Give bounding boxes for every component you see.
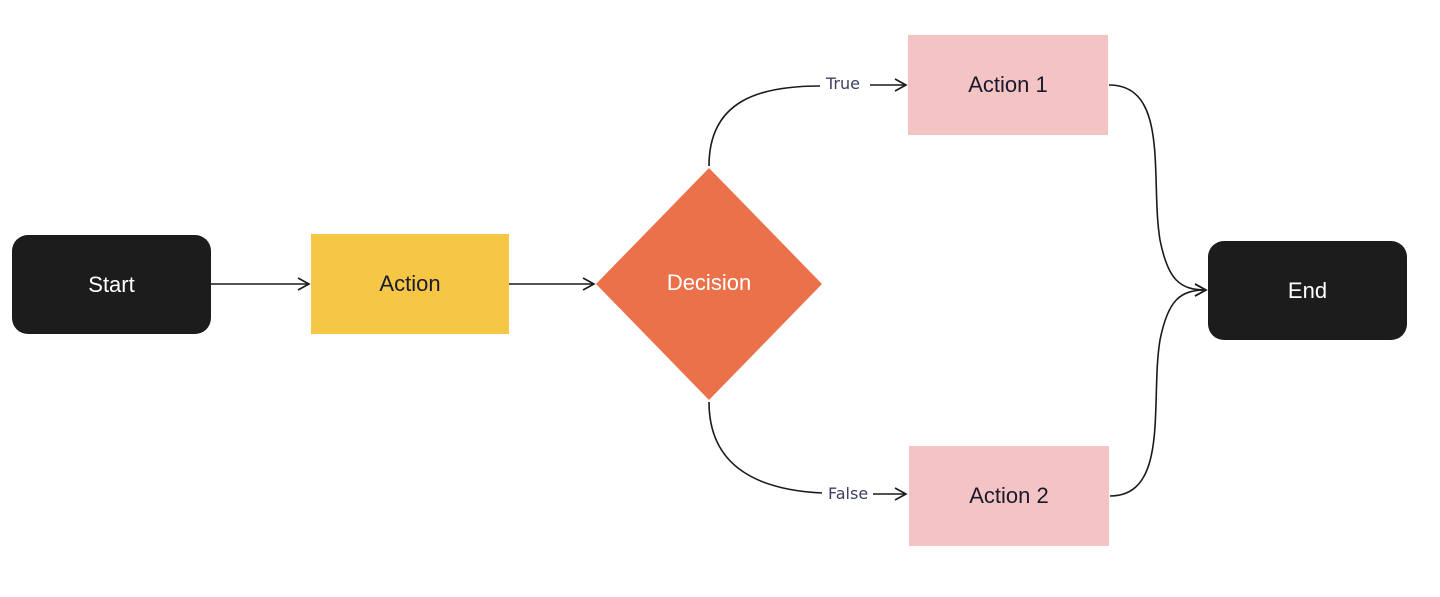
start-node: Start: [12, 235, 211, 334]
decision-diamond: [596, 168, 822, 400]
start-node-label: Start: [88, 271, 135, 297]
edge-action2-to-end: [1109, 283, 1208, 497]
action-node-label: Action: [379, 271, 441, 296]
action2-node-label: Action 2: [969, 483, 1049, 508]
end-node-label: End: [1287, 277, 1328, 303]
action1-node-label: Action 1: [968, 72, 1048, 97]
edge-action1-to-end: [1108, 84, 1208, 297]
edge-decision-to-action2-curve: [708, 401, 823, 494]
action-node: Action: [311, 234, 509, 334]
edge-decision-to-action1-curve: [708, 85, 821, 167]
end-node: End: [1208, 241, 1407, 340]
edge-label-false: False: [825, 484, 872, 503]
action2-node: Action 2: [909, 446, 1109, 546]
edge-label-true: True: [823, 74, 863, 93]
action1-node: Action 1: [908, 35, 1108, 135]
decision-node-label: Decision: [666, 270, 752, 295]
